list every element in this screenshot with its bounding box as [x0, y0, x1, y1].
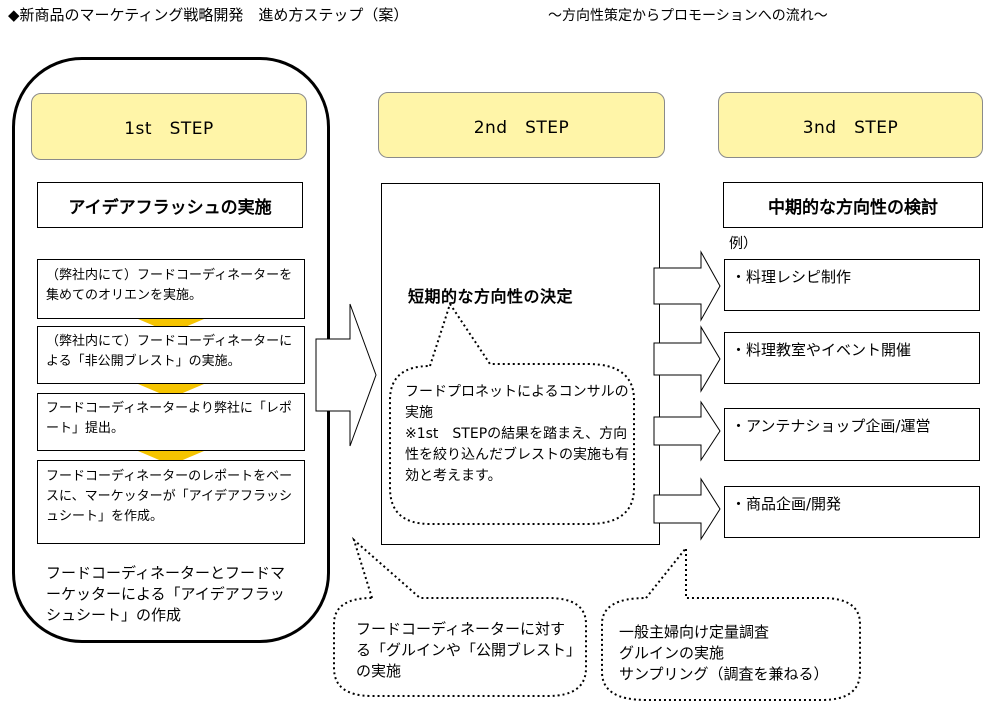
bottom-callout-text-1: フードコーディネーターに対する「グルインや「公開ブレスト」の実施: [356, 620, 574, 680]
step2-callout-text: フードプロネットによるコンサルの実施 ※1st STEPの結果を踏まえ、方向性を…: [405, 384, 629, 484]
right-arrow-icon: [653, 477, 721, 541]
process-box-1: （弊社内にて）フードコーディネーターを集めてのオリエンを実施。: [37, 259, 305, 319]
example-label: 例）: [729, 236, 757, 252]
example-box-3: ・アンテナショップ企画/運営: [724, 408, 980, 461]
idea-flash-heading-box: アイデアフラッシュの実施: [37, 182, 303, 228]
bottom-callout-bubble-1: [333, 536, 587, 697]
step2-callout-bubble: [389, 301, 635, 525]
process-box-2: （弊社内にて）フードコーディネーターによる「非公開ブレスト」の実施。: [37, 326, 305, 384]
right-arrow-icon: [653, 325, 721, 393]
bottom-callout-bubble-2: [601, 545, 861, 701]
mid-term-direction-heading-box: 中期的な方向性の検討: [723, 182, 983, 228]
step2-label-box: 2nd STEP: [378, 92, 665, 158]
step3-label-box: 3nd STEP: [718, 92, 983, 158]
step2-label: 2nd STEP: [473, 117, 570, 138]
right-arrow-icon: [653, 250, 721, 322]
page-subtitle: ～方向性策定からプロモーションへの流れ～: [548, 8, 828, 24]
process-box-3: フードコーディネーターより弊社に「レポート」提出。: [37, 393, 305, 451]
process-box-4: フードコーディネーターのレポートをベースに、マーケッターが「アイデアフラッシュシ…: [37, 460, 305, 544]
step3-label: 3nd STEP: [802, 117, 899, 138]
short-term-direction-heading: 短期的な方向性の決定: [408, 287, 574, 306]
step1-output-text: フードコーディネーターとフードマーケッターによる「アイデアフラッシュシート」の作…: [46, 564, 285, 624]
bottom-callout-text-2: 一般主婦向け定量調査 グルインの実施 サンプリング（調査を兼ねる）: [619, 623, 829, 683]
idea-flash-heading: アイデアフラッシュの実施: [68, 197, 272, 218]
example-box-4: ・商品企画/開発: [724, 486, 980, 538]
example-box-1: ・料理レシピ制作: [724, 259, 980, 311]
step1-label: 1st STEP: [124, 119, 214, 139]
step1-label-box: 1st STEP: [31, 93, 307, 160]
example-box-2: ・料理教室やイベント開催: [724, 332, 980, 384]
page-title: ◆新商品のマーケティング戦略開発 進め方ステップ（案）: [8, 6, 409, 24]
mid-term-direction-heading: 中期的な方向性の検討: [768, 197, 938, 218]
right-arrow-icon: [315, 303, 377, 447]
right-arrow-icon: [653, 400, 721, 462]
